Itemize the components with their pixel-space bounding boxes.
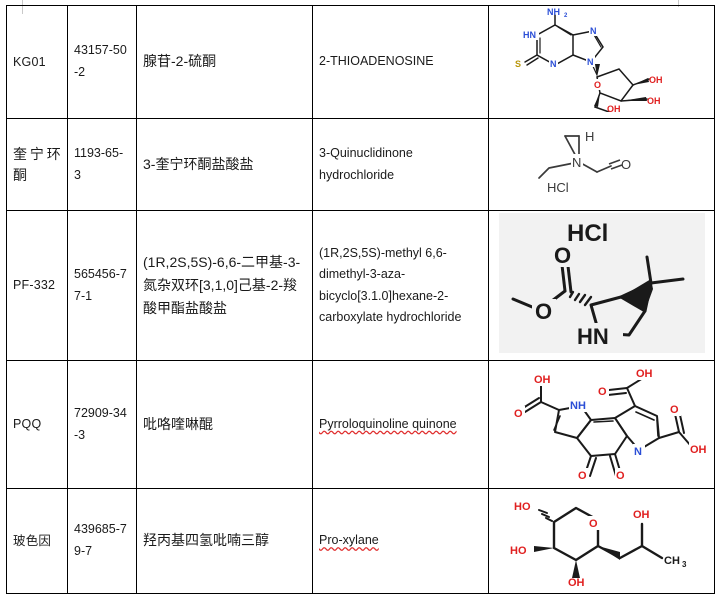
svg-text:CH: CH xyxy=(664,555,680,567)
svg-text:O: O xyxy=(598,386,607,398)
svg-text:OH: OH xyxy=(607,104,621,112)
svg-text:N: N xyxy=(587,57,594,67)
svg-text:OH: OH xyxy=(647,96,661,106)
abbreviation-text: 奎宁环酮 xyxy=(13,146,61,183)
svg-text:HCl: HCl xyxy=(547,180,569,195)
svg-text:HO: HO xyxy=(514,501,531,513)
cell-english-name: (1R,2S,5S)-methyl 6,6-dimethyl-3-aza-bic… xyxy=(312,210,489,361)
chinese-name-text: 腺苷-2-硫酮 xyxy=(143,53,217,70)
english-name-text: Pro-xylane xyxy=(319,533,379,548)
cell-structure: H N O HCl xyxy=(488,118,715,211)
structure-image-quinuclidinone-hydrochloride: H N O HCl xyxy=(526,122,677,202)
structure-image-2-thioadenosine: NH 2 HN N N N S O xyxy=(496,7,707,114)
chinese-name-text: 3-奎宁环酮盐酸盐 xyxy=(143,155,254,172)
cell-abbreviation: KG01 xyxy=(6,5,68,119)
cell-structure: NH 2 HN N N N S O xyxy=(488,5,715,119)
svg-text:N: N xyxy=(590,26,597,36)
svg-text:2: 2 xyxy=(564,13,568,19)
cas-number-text: 439685-79-7 xyxy=(74,522,127,558)
structure-image-pqq: OH O OH O O OH xyxy=(496,362,711,482)
svg-text:O: O xyxy=(616,470,625,482)
svg-text:HN: HN xyxy=(577,324,609,349)
chinese-name-text: 吡咯喹啉醌 xyxy=(143,415,213,432)
cas-number-text: 565456-77-1 xyxy=(74,266,127,303)
abbreviation-text: KG01 xyxy=(13,54,46,69)
abbreviation-text: 玻色因 xyxy=(13,533,52,548)
cell-abbreviation: PQQ xyxy=(6,360,68,489)
cell-english-name: Pro-xylane xyxy=(312,488,489,594)
cas-number-text: 43157-50-2 xyxy=(74,43,127,79)
table-row: PQQ 72909-34-3 吡咯喹啉醌 Pyrroloquinoline qu… xyxy=(6,360,715,489)
cell-chinese-name: (1R,2S,5S)-6,6-二甲基-3-氮杂双环[3,1,0]己基-2-羧酸甲… xyxy=(136,210,313,361)
cell-chinese-name: 腺苷-2-硫酮 xyxy=(136,5,313,119)
svg-text:H: H xyxy=(585,129,594,144)
english-name-text: Pyrroloquinoline quinone xyxy=(319,416,457,431)
table-row: 奎宁环酮 1193-65-3 3-奎宁环酮盐酸盐 3-Quinuclidinon… xyxy=(6,118,715,211)
svg-text:O: O xyxy=(670,404,679,416)
svg-text:N: N xyxy=(572,155,581,170)
cell-structure: HCl xyxy=(488,210,715,361)
svg-text:OH: OH xyxy=(633,509,650,521)
svg-text:HCl: HCl xyxy=(567,220,608,247)
cas-number-text: 72909-34-3 xyxy=(74,405,127,442)
cell-english-name: 3-Quinuclidinone hydrochloride xyxy=(312,118,489,211)
table-row: 玻色因 439685-79-7 羟丙基四氢吡喃三醇 Pro-xylane xyxy=(6,488,715,594)
svg-text:OH: OH xyxy=(649,75,663,85)
svg-text:O: O xyxy=(514,408,523,420)
chinese-name-text: 羟丙基四氢吡喃三醇 xyxy=(143,532,269,549)
compound-table: KG01 43157-50-2 腺苷-2-硫酮 2-THIOADENOSINE xyxy=(6,5,715,594)
svg-text:O: O xyxy=(535,299,552,324)
svg-text:OH: OH xyxy=(636,368,653,380)
cell-abbreviation: 奎宁环酮 xyxy=(6,118,68,211)
cell-english-name: Pyrroloquinoline quinone xyxy=(312,360,489,489)
cell-cas-number: 565456-77-1 xyxy=(67,210,137,361)
svg-text:N: N xyxy=(550,59,557,69)
table-row: KG01 43157-50-2 腺苷-2-硫酮 2-THIOADENOSINE xyxy=(6,5,715,119)
cell-chinese-name: 吡咯喹啉醌 xyxy=(136,360,313,489)
svg-text:O: O xyxy=(554,243,571,268)
english-name-text: 3-Quinuclidinone hydrochloride xyxy=(319,146,413,182)
english-name-text: 2-THIOADENOSINE xyxy=(319,54,434,69)
cell-chinese-name: 3-奎宁环酮盐酸盐 xyxy=(136,118,313,211)
svg-text:OH: OH xyxy=(690,444,707,456)
svg-text:S: S xyxy=(515,59,521,69)
cell-abbreviation: 玻色因 xyxy=(6,488,68,594)
cell-cas-number: 439685-79-7 xyxy=(67,488,137,594)
cell-chinese-name: 羟丙基四氢吡喃三醇 xyxy=(136,488,313,594)
svg-text:3: 3 xyxy=(682,560,687,569)
svg-text:O: O xyxy=(621,157,631,172)
svg-text:O: O xyxy=(589,518,598,530)
cas-number-text: 1193-65-3 xyxy=(74,145,124,182)
svg-text:HO: HO xyxy=(510,545,527,557)
table-row: PF-332 565456-77-1 (1R,2S,5S)-6,6-二甲基-3-… xyxy=(6,210,715,361)
cell-english-name: 2-THIOADENOSINE xyxy=(312,5,489,119)
svg-text:OH: OH xyxy=(534,374,551,386)
abbreviation-text: PF-332 xyxy=(13,278,56,293)
svg-text:OH: OH xyxy=(568,577,585,588)
cell-cas-number: 1193-65-3 xyxy=(67,118,137,211)
svg-text:O: O xyxy=(578,470,587,482)
cell-structure: OH O OH O O OH xyxy=(488,360,715,489)
svg-text:NH: NH xyxy=(570,400,586,412)
cell-abbreviation: PF-332 xyxy=(6,210,68,361)
chinese-name-text: (1R,2S,5S)-6,6-二甲基-3-氮杂双环[3,1,0]己基-2-羧酸甲… xyxy=(143,253,301,317)
structure-image-pf-332: HCl xyxy=(498,213,705,353)
svg-text:N: N xyxy=(634,446,642,458)
abbreviation-text: PQQ xyxy=(13,417,42,432)
cell-cas-number: 72909-34-3 xyxy=(67,360,137,489)
english-name-text: (1R,2S,5S)-methyl 6,6-dimethyl-3-aza-bic… xyxy=(319,246,462,324)
svg-text:NH: NH xyxy=(547,7,560,17)
cell-cas-number: 43157-50-2 xyxy=(67,5,137,119)
svg-text:HN: HN xyxy=(523,30,536,40)
svg-text:O: O xyxy=(594,80,601,90)
